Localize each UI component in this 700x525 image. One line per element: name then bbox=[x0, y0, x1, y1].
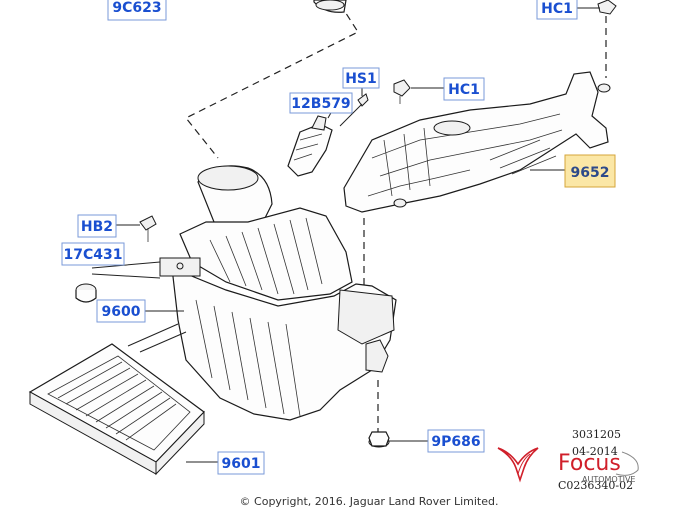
label-9600-text: 9600 bbox=[102, 304, 141, 320]
label-9652-text: 9652 bbox=[571, 165, 610, 181]
label-9p686-text: 9P686 bbox=[431, 434, 480, 450]
leader-lines bbox=[91, 7, 600, 463]
upper-intake-duct-fragment bbox=[313, 0, 347, 13]
dashed-assembly-lines bbox=[185, 3, 379, 432]
reference-block: 3031205 04-2014 C0236340-02 bbox=[558, 428, 633, 492]
air-cleaner-housing-shape bbox=[159, 165, 397, 421]
clamp-9p686-shape bbox=[368, 431, 390, 448]
label-17c431: 17C431 bbox=[61, 242, 125, 266]
label-12b579-text: 12B579 bbox=[291, 96, 350, 112]
watermark-tagline: AUTOMOTIVE bbox=[582, 475, 635, 484]
grommet-shape bbox=[75, 283, 97, 303]
reference-line-1: 3031205 bbox=[572, 428, 621, 441]
label-hc1-top: HC1 bbox=[536, 0, 578, 20]
label-12b579: 12B579 bbox=[289, 92, 353, 114]
label-9601-text: 9601 bbox=[222, 456, 261, 472]
watermark-logo: Focus AUTOMOTIVE bbox=[497, 447, 639, 484]
label-hc1-top-text: HC1 bbox=[541, 1, 573, 17]
hc1-clip-top-shape bbox=[597, 0, 617, 78]
watermark-brand: Focus bbox=[558, 451, 621, 476]
label-9p686: 9P686 bbox=[427, 429, 485, 453]
label-hc1-mid-text: HC1 bbox=[448, 82, 480, 98]
air-filter-element-shape bbox=[28, 343, 205, 476]
label-9c623: 9C623 bbox=[107, 0, 167, 21]
label-9652-highlighted: 9652 bbox=[564, 154, 616, 188]
label-hc1-mid: HC1 bbox=[443, 77, 485, 101]
hb2-bolt-shape bbox=[139, 215, 157, 242]
reference-line-2: 04-2014 bbox=[572, 445, 618, 458]
label-hs1: HS1 bbox=[342, 67, 380, 89]
label-hb2: HB2 bbox=[77, 214, 117, 238]
label-17c431-text: 17C431 bbox=[64, 247, 123, 263]
hs1-screw-shape bbox=[339, 93, 369, 127]
air-cleaner-cover-shape bbox=[343, 71, 611, 213]
label-hs1-text: HS1 bbox=[345, 71, 377, 87]
copyright-text: © Copyright, 2016. Jaguar Land Rover Lim… bbox=[240, 495, 499, 508]
label-9c623-text: 9C623 bbox=[112, 0, 161, 16]
reference-line-3: C0236340-02 bbox=[558, 479, 633, 492]
label-9601: 9601 bbox=[217, 451, 265, 475]
mass-airflow-sensor-shape bbox=[287, 115, 333, 177]
label-9600: 9600 bbox=[96, 299, 146, 323]
hc1-clip-middle-shape bbox=[393, 79, 411, 104]
watermark-emblem-icon bbox=[497, 447, 539, 483]
label-hb2-text: HB2 bbox=[81, 219, 113, 235]
